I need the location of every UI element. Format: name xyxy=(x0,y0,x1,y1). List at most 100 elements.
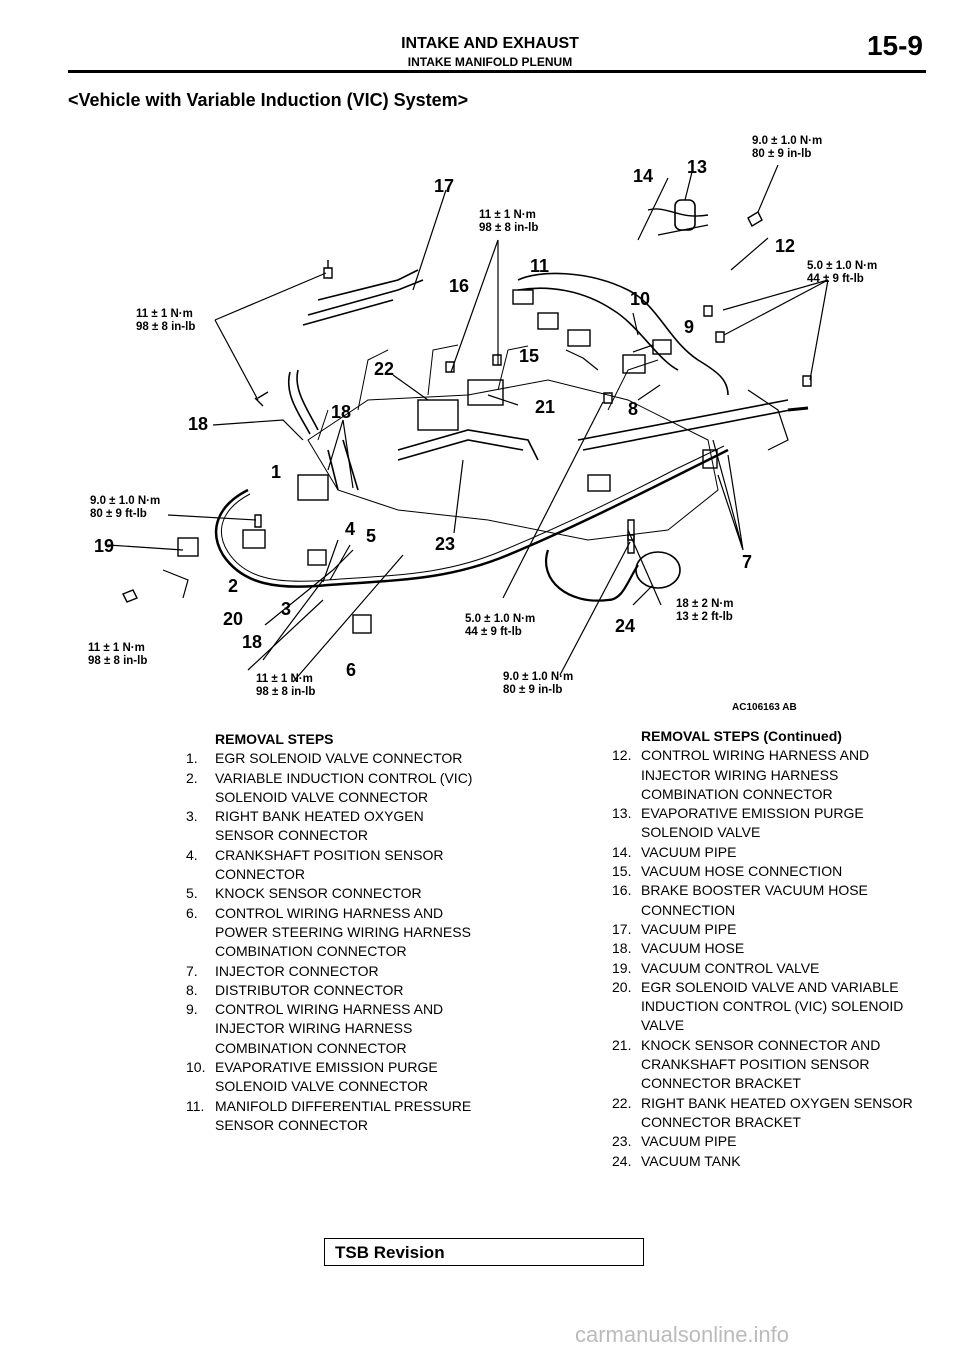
step-text: RIGHT BANK HEATED OXYGEN SENSOR CONNECTO… xyxy=(215,808,424,844)
step-number: 6. xyxy=(186,904,198,921)
list-item: 14.VACUUM PIPE xyxy=(612,843,922,862)
list-item: 17. VACUUM PIPE xyxy=(612,920,922,939)
removal-steps-heading: REMOVAL STEPS xyxy=(215,731,334,747)
callout-14: 14 xyxy=(633,166,653,186)
removal-steps-right: REMOVAL STEPS (Continued) 12.CONTROL WIR… xyxy=(612,727,922,1171)
torque-spec-5-nm: 9.0 ± 1.0 N·m xyxy=(90,495,160,507)
callout-2: 2 xyxy=(228,576,238,596)
callout-19: 19 xyxy=(94,536,114,556)
step-text: CONTROL WIRING HARNESS AND POWER STEERIN… xyxy=(215,904,471,960)
callout-18c: 18 xyxy=(242,632,262,652)
torque-spec-3-imp: 44 ± 9 ft-lb xyxy=(807,273,864,285)
callout-16: 16 xyxy=(449,276,469,296)
torque-spec-4-nm: 11 ± 1 N·m xyxy=(136,308,193,320)
step-number: 21. xyxy=(612,1036,632,1053)
torque-spec-7-nm: 11 ± 1 N·m xyxy=(256,673,313,685)
header-rule xyxy=(68,70,926,73)
list-item: 2. VARIABLE INDUCTION CONTROL (VIC) SOLEN… xyxy=(186,769,486,808)
callout-15: 15 xyxy=(519,346,539,366)
torque-spec-4-imp: 98 ± 8 in-lb xyxy=(136,321,195,333)
intake-manifold-diagram: 1 2 3 4 5 6 7 8 9 10 11 12 13 14 15 16 1… xyxy=(88,135,877,713)
torque-spec-9-nm: 9.0 ± 1.0 N·m xyxy=(503,671,573,683)
callout-24: 24 xyxy=(615,616,635,636)
torque-spec-7-imp: 98 ± 8 in-lb xyxy=(256,686,315,698)
torque-spec-1-nm: 9.0 ± 1.0 N·m xyxy=(752,135,822,147)
list-item: 19.VACUUM CONTROL VALVE xyxy=(612,959,922,978)
list-item: 22.RIGHT BANK HEATED OXYGEN SENSOR CONNE… xyxy=(612,1094,922,1133)
step-number: 10. xyxy=(186,1059,206,1076)
callout-4: 4 xyxy=(345,519,355,539)
step-text: INJECTOR CONNECTOR xyxy=(215,962,379,979)
step-number: 11. xyxy=(186,1097,205,1114)
watermark: carmanualsonline.info xyxy=(575,1322,790,1347)
list-item: 15.VACUUM HOSE CONNECTION xyxy=(612,862,922,881)
list-item: 9. CONTROL WIRING HARNESS AND INJECTOR WI… xyxy=(186,1000,486,1058)
step-number: 15. xyxy=(612,863,632,880)
callout-18a: 18 xyxy=(188,414,208,434)
callout-1: 1 xyxy=(271,462,281,482)
step-number: 8. xyxy=(186,981,198,998)
engine-artwork xyxy=(107,164,829,683)
torque-spec-9-imp: 80 ± 9 in-lb xyxy=(503,684,562,696)
callout-numbers: 1 2 3 4 5 6 7 8 9 10 11 12 13 14 15 16 1… xyxy=(94,157,795,680)
tsb-revision-box: TSB Revision xyxy=(324,1238,644,1266)
callout-5: 5 xyxy=(366,526,376,546)
list-item: 4.CRANKSHAFT POSITION SENSOR CONNECTOR xyxy=(186,846,486,885)
torque-spec-6-nm: 11 ± 1 N·m xyxy=(88,642,145,654)
torque-spec-2-imp: 98 ± 8 in-lb xyxy=(479,222,538,234)
step-text: BRAKE BOOSTER VACUUM HOSE CONNECTION xyxy=(641,882,868,918)
step-number: 2. xyxy=(186,769,198,786)
torque-spec-2-nm: 11 ± 1 N·m xyxy=(479,209,536,221)
torque-specs: 9.0 ± 1.0 N·m 80 ± 9 in-lb 11 ± 1 N·m 98… xyxy=(88,135,877,698)
step-number: 23. xyxy=(612,1133,632,1150)
callout-8: 8 xyxy=(628,399,638,419)
callout-12: 12 xyxy=(775,236,795,256)
step-text: EVAPORATIVE EMISSION PURGE SOLENOID VALV… xyxy=(215,1059,438,1095)
list-item: 23. VACUUM PIPE xyxy=(612,1132,922,1151)
callout-18b: 18 xyxy=(331,402,351,422)
callout-13: 13 xyxy=(687,157,707,177)
step-number: 7. xyxy=(186,962,198,979)
list-item: 11.MANIFOLD DIFFERENTIAL PRESSURE SENSOR… xyxy=(186,1097,486,1136)
list-item: 18.VACUUM HOSE xyxy=(612,939,922,958)
step-text: EGR SOLENOID VALVE AND VARIABLE INDUCTIO… xyxy=(641,978,904,1034)
torque-spec-6-imp: 98 ± 8 in-lb xyxy=(88,655,147,667)
step-number: 4. xyxy=(186,846,198,863)
step-number: 9. xyxy=(186,1001,198,1018)
step-text: VACUUM PIPE xyxy=(641,1133,737,1150)
step-text: VACUUM PIPE xyxy=(641,843,737,860)
torque-spec-3-nm: 5.0 ± 1.0 N·m xyxy=(807,260,877,272)
step-text: VACUUM PIPE xyxy=(641,920,737,937)
callout-11: 11 xyxy=(530,256,549,276)
list-item: 20. EGR SOLENOID VALVE AND VARIABLE INDU… xyxy=(612,978,922,1036)
callout-17: 17 xyxy=(434,176,454,196)
list-item: 8.DISTRIBUTOR CONNECTOR xyxy=(186,981,486,1000)
list-item: 16.BRAKE BOOSTER VACUUM HOSE CONNECTION xyxy=(612,881,922,920)
step-text: VACUUM CONTROL VALVE xyxy=(641,959,820,976)
torque-spec-1-imp: 80 ± 9 in-lb xyxy=(752,148,811,160)
callout-3: 3 xyxy=(281,599,291,619)
torque-spec-5-imp: 80 ± 9 ft-lb xyxy=(90,508,147,520)
page-number: 15-9 xyxy=(866,30,923,61)
step-text: EGR SOLENOID VALVE CONNECTOR xyxy=(215,750,463,767)
step-text: VARIABLE INDUCTION CONTROL (VIC) SOLENOI… xyxy=(215,769,473,805)
step-text: RIGHT BANK HEATED OXYGEN SENSOR CONNECTO… xyxy=(641,1094,913,1130)
step-number: 17. xyxy=(612,920,632,937)
callout-22: 22 xyxy=(374,359,394,379)
callout-9: 9 xyxy=(684,317,694,337)
list-item: 5.KNOCK SENSOR CONNECTOR xyxy=(186,884,486,903)
list-item: 21.KNOCK SENSOR CONNECTOR AND CRANKSHAFT… xyxy=(612,1036,922,1094)
figure-code-main: AC106163 xyxy=(732,702,780,713)
step-number: 3. xyxy=(186,808,198,825)
step-text: VACUUM HOSE xyxy=(641,940,745,957)
step-number: 12. xyxy=(612,747,632,764)
callout-23: 23 xyxy=(435,534,455,554)
list-item: 12.CONTROL WIRING HARNESS AND INJECTOR W… xyxy=(612,746,922,804)
list-item: 6. CONTROL WIRING HARNESS AND POWER STEER… xyxy=(186,904,486,962)
step-number: 1. xyxy=(186,750,198,767)
figure-code-suffix: AB xyxy=(782,702,796,713)
list-item: 1. EGR SOLENOID VALVE CONNECTOR xyxy=(186,749,486,768)
callout-10: 10 xyxy=(630,289,650,309)
header-subtitle: INTAKE MANIFOLD PLENUM xyxy=(407,55,573,69)
step-text: CONTROL WIRING HARNESS AND INJECTOR WIRI… xyxy=(215,1001,444,1056)
